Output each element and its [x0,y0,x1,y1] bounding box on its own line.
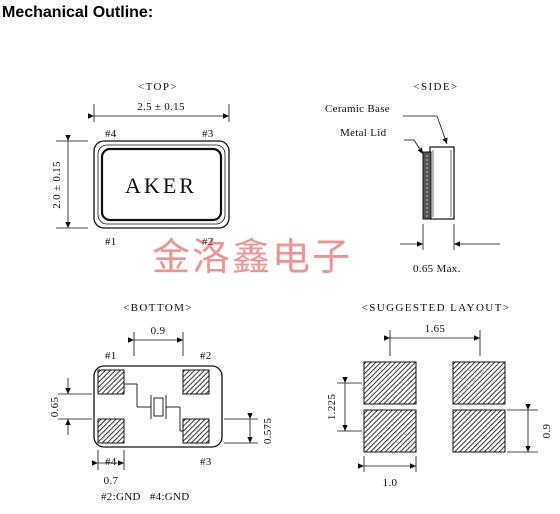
ground-pin-note: #2:GND #4:GND [101,491,190,503]
top-width-dimension: 2.5 ± 0.15 [137,101,185,113]
bottom-pad-3 [182,418,210,444]
top-view-title: <TOP> [138,81,178,93]
bottom-pin-2-label: #2 [200,350,212,362]
bottom-pad-2 [182,369,210,395]
layout-pad-bottom-left [363,409,417,453]
crystal-symbol [124,383,183,432]
side-metal-lid [422,151,432,220]
top-view: <TOP> 2.5 ± 0.15 #4 #3 #1 #2 AKER 2.0 ± … [51,81,230,248]
bottom-pad-width-dimension: 0.7 [104,475,119,487]
side-view: <SIDE> Ceramic Base Metal Lid 0.65 Max. [325,81,500,275]
watermark: 金洛鑫电子 [152,235,352,279]
package-marking: AKER [125,173,197,198]
bottom-pad-4 [97,418,125,444]
layout-pitch-y-dimension: 1.225 [326,394,338,420]
bottom-view-title: <BOTTOM> [123,302,193,314]
top-pin-4-label: #4 [105,128,117,140]
top-height-dimension: 2.0 ± 0.15 [51,161,63,209]
bottom-pin-3-label: #3 [200,456,212,468]
layout-pad-bottom-right [452,409,506,453]
layout-pad-top-left [363,361,417,405]
bottom-pad-1 [97,369,125,395]
top-pin-3-label: #3 [202,128,214,140]
ceramic-base-callout: Ceramic Base [325,103,390,115]
layout-view-title: <SUGGESTED LAYOUT> [362,302,511,314]
layout-pad-height-dimension: 0.9 [541,423,553,438]
suggested-layout-view: <SUGGESTED LAYOUT> 1.65 1.225 0.9 1.0 [326,302,553,489]
bottom-pad-pitch-dimension: 0.9 [151,325,166,337]
top-package-body [93,140,230,229]
top-pin-2-label: #2 [202,236,214,248]
layout-pad-top-right [452,361,506,405]
bottom-pin-4-label: #4 [105,456,117,468]
layout-pitch-x-dimension: 1.65 [425,323,446,335]
metal-lid-callout: Metal Lid [340,127,387,139]
page-title: Mechanical Outline: [2,4,154,21]
layout-pad-width-dimension: 1.0 [383,477,398,489]
side-view-title: <SIDE> [413,81,458,93]
bottom-pin-1-label: #1 [105,350,117,362]
bottom-pad-height-dimension: 0.65 [49,397,61,418]
side-ceramic-base [429,146,455,220]
bottom-pad-gap-dimension: 0.575 [262,418,274,444]
top-pin-1-label: #1 [105,236,117,248]
bottom-view: <BOTTOM> 0.9 #1 #2 #4 #3 [49,302,274,503]
side-height-dimension: 0.65 Max. [413,263,461,275]
